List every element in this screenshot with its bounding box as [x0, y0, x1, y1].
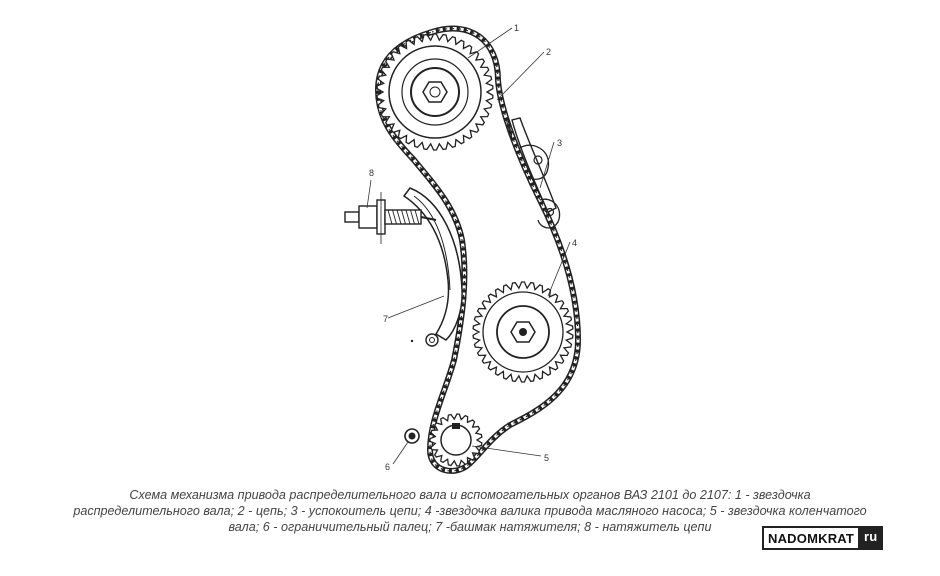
caption-line-1: Схема механизма привода распределительно…: [129, 488, 811, 502]
camshaft-bolt-head: [422, 81, 448, 103]
callout-leader-7: [387, 295, 445, 319]
oil-pump-bolt-center: [519, 328, 527, 336]
timing-chain: [374, 25, 582, 474]
callout-5: 5: [544, 453, 549, 463]
chain-damper-bracket-top: [519, 144, 550, 180]
crankshaft-sprocket-teeth: [429, 413, 483, 467]
camshaft-sprocket-rim: [388, 45, 482, 139]
camshaft-sprocket: [376, 33, 494, 151]
camshaft-bolt-center: [429, 86, 441, 98]
chain-damper-body: [511, 117, 557, 213]
figure-caption: Схема механизма привода распределительно…: [0, 487, 940, 535]
camshaft-sprocket-web: [401, 58, 469, 126]
tensioner-thread-1: [392, 209, 397, 225]
guide-mark-a: [505, 117, 511, 135]
callout-7: 7: [383, 314, 388, 324]
tensioner-plunger: [420, 216, 437, 221]
guide-dot: [410, 339, 414, 343]
tensioner-thread-0: [387, 209, 393, 225]
chain-link-pins: [377, 27, 579, 472]
callout-8: 8: [369, 168, 374, 178]
tensioner-thread-5: [410, 209, 415, 225]
tensioner-shoe-pivot-hole: [429, 337, 435, 343]
callout-leader-1: [467, 27, 513, 59]
callout-leader-5: [471, 445, 542, 457]
tensioner-body-head: [358, 205, 378, 229]
callout-1: 1: [514, 23, 519, 33]
chain-damper-tip: [507, 117, 513, 141]
watermark-sub: ru: [858, 528, 882, 548]
tensioner-thread-3: [401, 209, 406, 225]
tensioner-thread-6: [414, 209, 420, 225]
limiting-pin-core: [408, 432, 416, 440]
callout-4: 4: [572, 238, 577, 248]
callout-leader-4: [547, 241, 571, 297]
chain-damper-bolt-bottom: [545, 207, 555, 217]
timing-drive-diagram: 1 2 3 4 5 6 7 8: [344, 23, 582, 474]
mechanism-parts: [344, 117, 561, 444]
callout-3: 3: [557, 138, 562, 148]
callout-leader-8: [366, 179, 372, 209]
tensioner-thread-2: [396, 209, 402, 225]
chain-damper-bolt-top: [533, 155, 543, 165]
site-watermark-logo: NADOMKRAT ru: [762, 526, 884, 550]
oil-pump-sprocket: [472, 281, 574, 383]
sprockets: [376, 33, 574, 467]
callout-2: 2: [546, 47, 551, 57]
callout-6: 6: [385, 462, 390, 472]
crankshaft-sprocket: [429, 413, 483, 467]
oil-pump-sprocket-rim: [482, 291, 564, 373]
caption-line-2: распределительного вала; 2 - цепь; 3 - у…: [73, 504, 867, 518]
callout-leader-6: [392, 441, 409, 465]
callout-leader-2: [496, 51, 545, 101]
crankshaft-key: [452, 423, 460, 429]
tensioner-cap-nut: [344, 211, 360, 223]
camshaft-sprocket-hub: [410, 67, 460, 117]
callout-leader-3: [539, 141, 555, 189]
tensioner-thread-4: [405, 209, 411, 225]
watermark-main: NADOMKRAT: [768, 530, 855, 546]
oil-pump-sprocket-hub: [496, 305, 550, 359]
callout-leaders: [366, 27, 571, 465]
tensioner-shoe-rib: [413, 195, 451, 291]
chain-damper-bracket-bottom: [537, 198, 561, 229]
caption-line-3: вала; 6 - ограничительный палец; 7 -башм…: [228, 520, 712, 534]
tensioner-shoe-pivot: [425, 333, 439, 347]
